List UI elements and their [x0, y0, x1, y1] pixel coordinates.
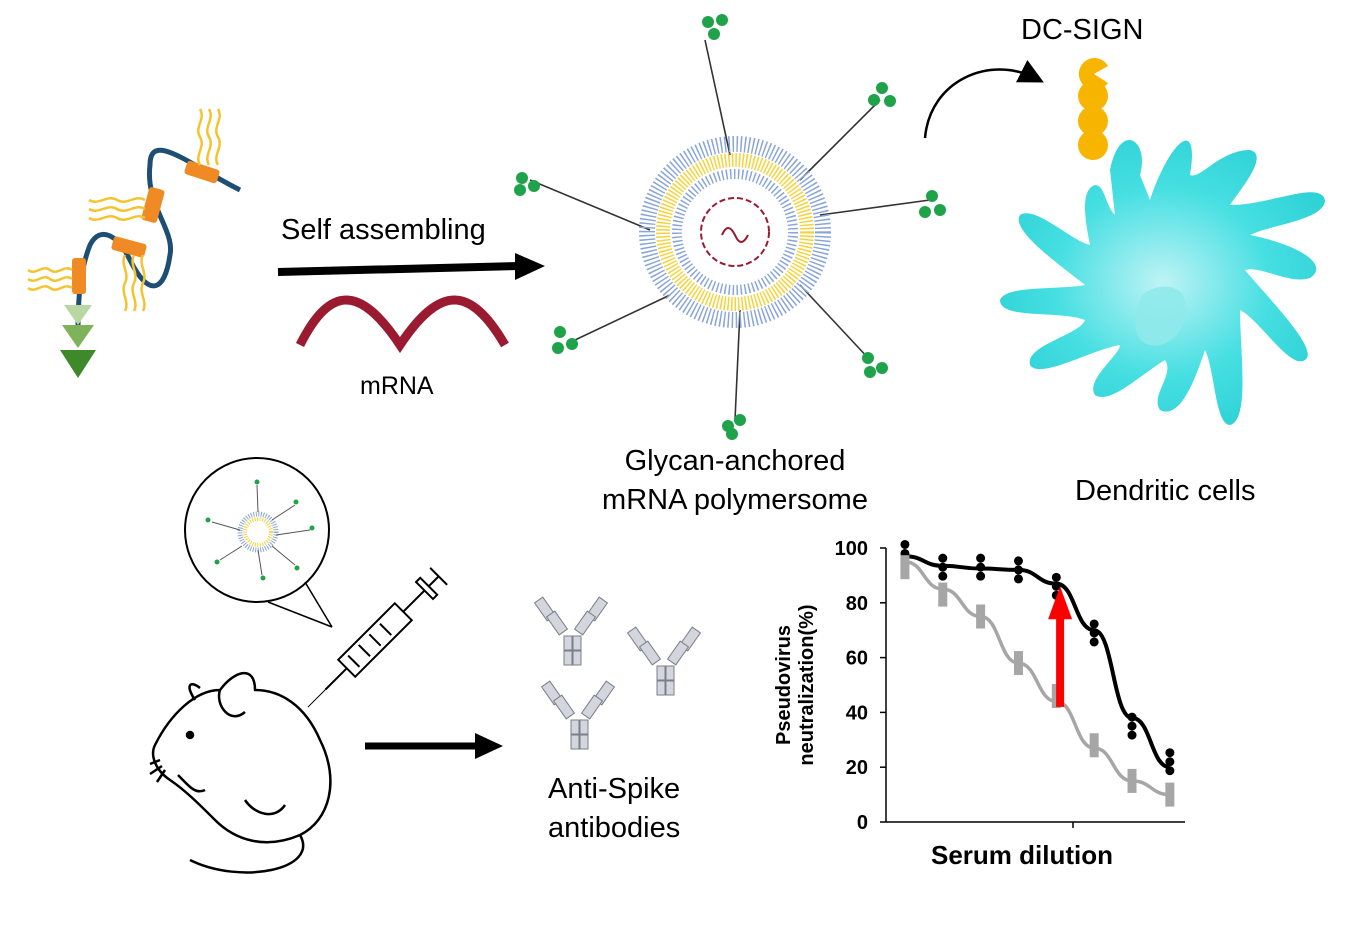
y-tick-label: 0 — [857, 812, 868, 834]
data-point-0 — [1013, 556, 1023, 566]
data-point-0 — [1165, 766, 1175, 776]
mouse-icon — [149, 671, 332, 874]
data-point-0 — [976, 553, 986, 563]
polymer-chain-icon — [27, 108, 242, 378]
data-point-1 — [1165, 782, 1175, 807]
dendritic-cell-icon — [1000, 139, 1325, 425]
data-point-0 — [1051, 572, 1061, 582]
data-point-0 — [938, 562, 948, 572]
data-point-0 — [1089, 637, 1099, 647]
y-axis-label-line2: neutralization(%) — [796, 604, 818, 765]
data-point-0 — [1089, 619, 1099, 629]
data-point-0 — [1127, 712, 1137, 722]
data-point-1 — [1089, 733, 1099, 758]
data-point-1 — [900, 555, 910, 580]
antibody-icon — [533, 596, 702, 750]
y-tick-label: 60 — [846, 648, 868, 670]
data-point-0 — [1089, 628, 1099, 638]
data-point-0 — [976, 562, 986, 572]
polymersome-label-line1: Glycan-anchored — [624, 445, 846, 477]
dc-sign-receptor-icon — [1078, 57, 1108, 160]
data-point-1 — [938, 582, 948, 607]
dc-sign-label: DC-SIGN — [1021, 14, 1144, 46]
y-tick-label: 20 — [846, 757, 868, 779]
data-point-1 — [1127, 768, 1137, 793]
data-point-0 — [1013, 574, 1023, 584]
self-assembling-label: Self assembling — [281, 214, 486, 246]
x-axis-label: Serum dilution — [931, 840, 1113, 870]
data-point-0 — [1051, 581, 1061, 591]
polymersome-label-line2: mRNA polymersome — [602, 484, 868, 516]
data-point-0 — [1165, 748, 1175, 758]
zoom-inset-icon — [184, 457, 333, 628]
data-point-1 — [976, 604, 986, 629]
data-point-0 — [1013, 565, 1023, 575]
data-point-0 — [976, 571, 986, 581]
antibodies-label-line2: antibodies — [548, 812, 681, 844]
dendritic-cells-label: Dendritic cells — [1075, 475, 1256, 507]
increase-arrow-head — [1048, 586, 1073, 620]
increase-arrow-shaft — [1056, 616, 1065, 707]
mrna-wave-icon — [295, 295, 509, 354]
antibodies-label-line1: Anti-Spike — [548, 773, 681, 805]
series-curve-1 — [904, 559, 1170, 797]
y-tick-label: 80 — [846, 593, 868, 615]
curved-arrow — [923, 60, 1044, 139]
syringe-icon — [307, 567, 448, 708]
data-point-0 — [938, 571, 948, 581]
mrna-label: mRNA — [360, 372, 434, 400]
data-point-1 — [1013, 651, 1023, 676]
y-axis-label-line1: Pseudovirus — [773, 625, 795, 745]
data-point-0 — [1127, 730, 1137, 740]
y-tick-label: 100 — [835, 538, 868, 560]
y-tick-label: 40 — [846, 702, 868, 724]
data-point-0 — [900, 539, 910, 549]
self-assembling-arrow — [277, 262, 521, 276]
polymersome-icon — [514, 14, 946, 440]
data-point-0 — [938, 553, 948, 563]
data-point-0 — [1165, 757, 1175, 767]
data-point-0 — [1127, 721, 1137, 731]
